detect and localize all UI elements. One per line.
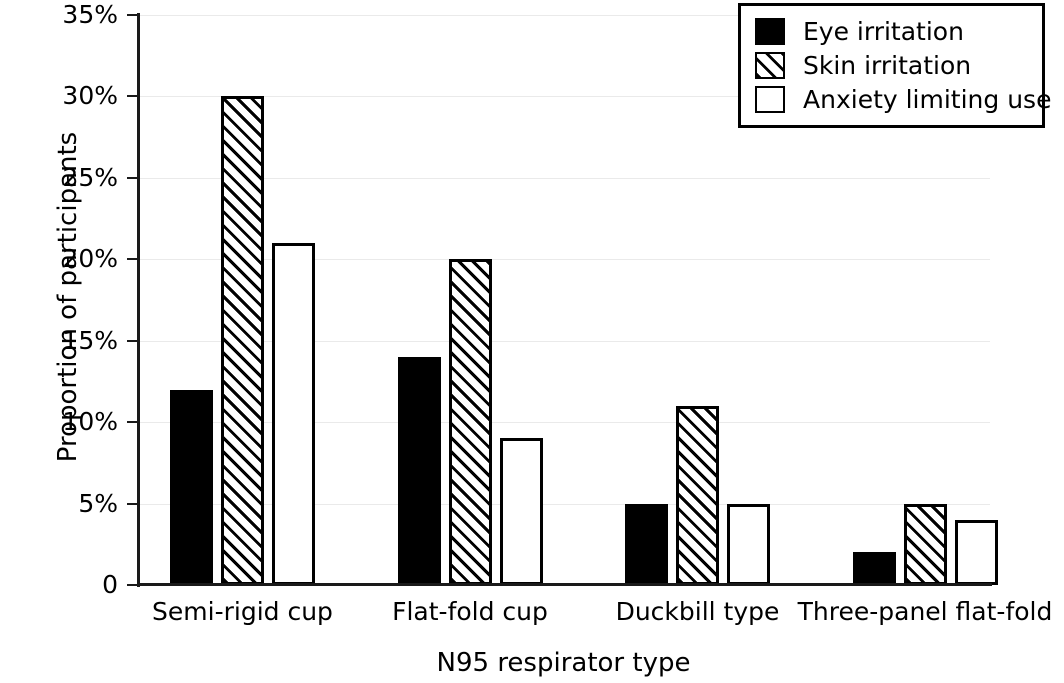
- y-tick-mark: [127, 95, 137, 98]
- x-tick-label: Duckbill type: [615, 597, 780, 626]
- y-tick-mark: [127, 584, 137, 586]
- y-tick-label: 30%: [62, 81, 118, 111]
- gridline: [137, 15, 990, 16]
- legend-item: Anxiety limiting use: [755, 82, 1051, 116]
- legend-label: Skin irritation: [803, 50, 972, 80]
- y-tick-mark: [127, 502, 137, 505]
- bar: [903, 503, 947, 585]
- legend-swatch-icon: [755, 51, 785, 79]
- x-axis-title: N95 respirator type: [436, 648, 691, 678]
- gridline: [137, 96, 990, 98]
- bar: [221, 96, 264, 585]
- x-axis-line: [137, 583, 992, 586]
- bar: [676, 405, 719, 585]
- legend-swatch-icon: [755, 85, 785, 113]
- y-tick-mark: [127, 14, 137, 16]
- legend-item: Skin irritation: [755, 48, 1032, 82]
- x-tick-label: Three-panel flat-fold: [797, 597, 1053, 626]
- legend-swatch-icon: [755, 17, 785, 45]
- y-tick-mark: [127, 176, 137, 179]
- y-tick-label: 15%: [62, 325, 118, 355]
- y-tick-mark: [127, 339, 137, 342]
- gridline: [137, 422, 990, 424]
- y-tick-mark: [127, 258, 137, 261]
- gridline: [137, 259, 990, 261]
- bar: [499, 438, 543, 585]
- bar: [852, 552, 896, 585]
- bar: [448, 259, 492, 585]
- bar: [954, 519, 998, 585]
- legend-label: Eye irritation: [803, 16, 964, 46]
- y-axis-line: [137, 13, 140, 587]
- y-tick-label: 0: [102, 570, 118, 599]
- y-tick-label: 25%: [62, 162, 118, 192]
- gridline: [137, 340, 990, 342]
- y-tick-label: 20%: [62, 244, 118, 274]
- legend-item: Eye irritation: [755, 14, 1032, 48]
- gridline: [137, 177, 990, 179]
- plot-area: [137, 15, 998, 585]
- bar: [727, 503, 770, 585]
- y-tick-label: 35%: [62, 0, 118, 29]
- x-tick-label: Flat-fold cup: [392, 597, 548, 626]
- bar: [397, 357, 441, 585]
- bar: [272, 243, 315, 585]
- legend-label: Anxiety limiting use: [803, 84, 1052, 114]
- gridline: [137, 503, 990, 505]
- y-tick-label: 5%: [78, 488, 118, 518]
- y-tick-label: 10%: [62, 407, 118, 437]
- bar: [625, 503, 668, 585]
- y-tick-mark: [127, 421, 137, 424]
- x-tick-label: Semi-rigid cup: [152, 597, 333, 626]
- bar: [170, 389, 213, 585]
